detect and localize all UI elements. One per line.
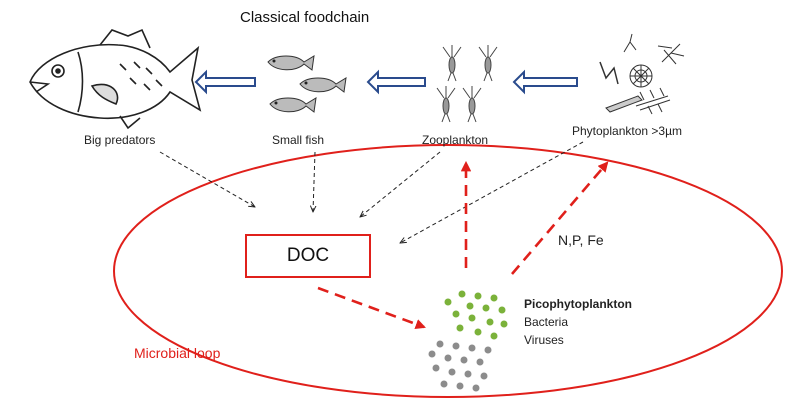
arrow-pico-to-phytoplankton bbox=[511, 161, 609, 275]
label-picophytoplankton: Picophytoplankton bbox=[524, 297, 632, 311]
microbial-loop-ellipse bbox=[113, 144, 783, 398]
zooplankton-icon bbox=[436, 45, 498, 123]
arrow-smallfish-to-doc bbox=[313, 151, 315, 212]
arrow-zooplankton-to-doc bbox=[360, 151, 441, 217]
chain-arrow-zooplankton bbox=[512, 69, 578, 95]
label-microbial-loop: Microbial loop bbox=[134, 345, 221, 361]
doc-label: DOC bbox=[286, 245, 330, 266]
particle-cluster bbox=[428, 290, 508, 392]
small-fish-icon bbox=[267, 55, 347, 113]
doc-box: DOC bbox=[245, 234, 371, 278]
label-phytoplankton: Phytoplankton >3µm bbox=[572, 124, 682, 138]
arrow-bigpredators-to-doc bbox=[159, 151, 255, 207]
arrow-phytoplankton-to-doc bbox=[400, 141, 584, 243]
label-nutrients: N,P, Fe bbox=[558, 232, 604, 248]
arrow-doc-to-pico bbox=[317, 286, 426, 330]
label-viruses: Viruses bbox=[524, 333, 564, 347]
chain-arrow-smallfish bbox=[366, 69, 426, 95]
diagram-title: Classical foodchain bbox=[240, 9, 370, 26]
label-zooplankton: Zooplankton bbox=[422, 133, 489, 147]
phytoplankton-icon bbox=[599, 33, 685, 115]
big-fish-icon bbox=[29, 28, 202, 130]
label-bacteria: Bacteria bbox=[524, 315, 569, 329]
label-big-predators: Big predators bbox=[84, 133, 156, 147]
label-small-fish: Small fish bbox=[272, 133, 325, 147]
chain-arrow-fish bbox=[194, 69, 256, 95]
